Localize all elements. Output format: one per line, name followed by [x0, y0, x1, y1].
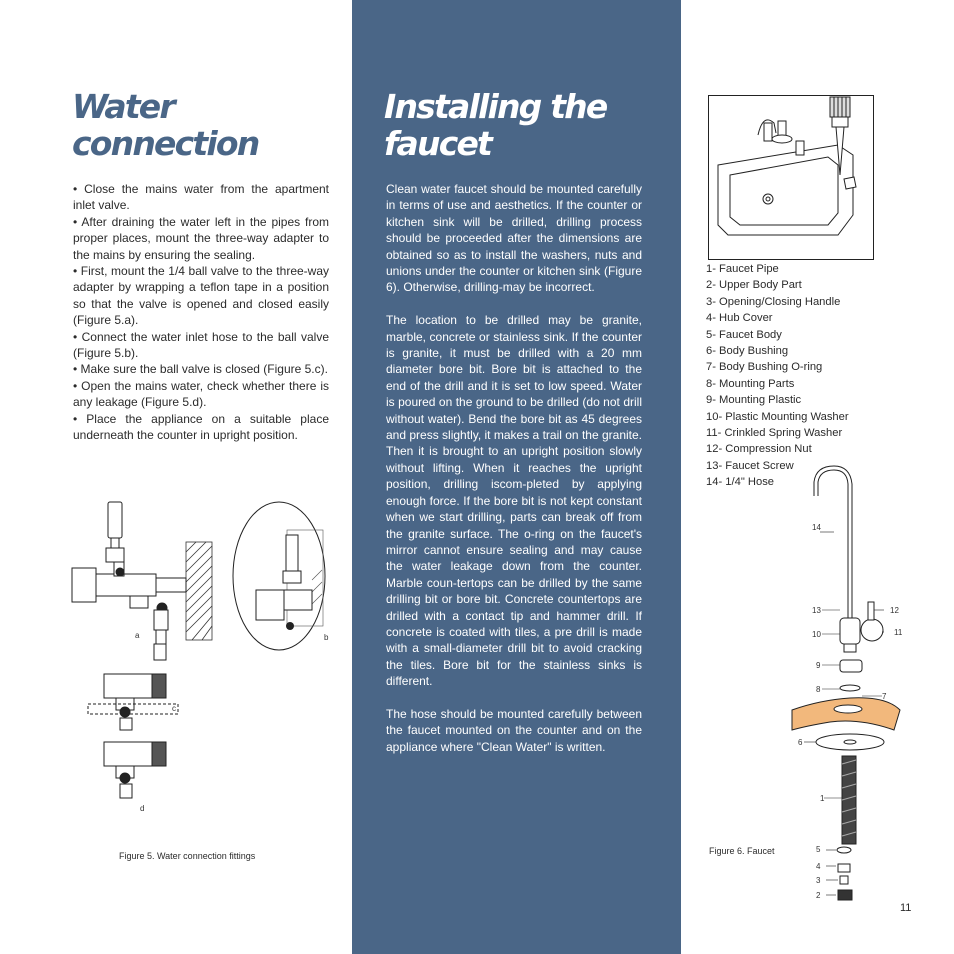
legend-item: 2- Upper Body Part [706, 279, 802, 292]
diagram-number: 14 [812, 523, 821, 532]
figure-6-caption: Figure 6. Faucet [709, 846, 775, 856]
figure-label-b: b [324, 633, 329, 642]
legend-item: 5- Faucet Body [706, 328, 782, 341]
legend-item: 1- Faucet Pipe [706, 263, 779, 275]
diagram-number: 3 [816, 876, 821, 885]
figure-label-c: c [172, 704, 176, 713]
legend-item: 9- Mounting Plastic [706, 394, 802, 407]
ball-valve-adapter-icon [71, 501, 187, 661]
legend-item: 11- Crinkled Spring Washer [706, 427, 843, 440]
sink-drill-illustration [708, 95, 874, 260]
legend-item: 13- Faucet Screw [706, 459, 794, 472]
legend-item: 4- Hub Cover [706, 312, 773, 325]
drill-bit-icon [829, 96, 857, 190]
instruction-bullet: • Make sure the ball valve is closed (Fi… [73, 362, 328, 377]
water-connection-instructions: • Close the mains water from the apartme… [73, 181, 329, 444]
threaded-rod-icon [841, 755, 857, 845]
diagram-number: 1 [820, 794, 825, 803]
legend-item: 7- Body Bushing O-ring [706, 361, 823, 374]
diagram-number: 8 [816, 685, 821, 694]
diagram-number: 13 [812, 606, 821, 615]
hardware-parts-icon [836, 846, 853, 901]
faucet-body-icon [839, 601, 884, 692]
faucet-parts-legend: 1- Faucet Pipe 2- Upper Body Part 3- Ope… [706, 261, 906, 491]
instruction-bullet: • First, mount the 1/4 ball valve to the… [73, 264, 329, 328]
page-number: 11 [900, 902, 912, 914]
instruction-bullet: • Place the appliance on a suitable plac… [73, 411, 329, 443]
diagram-number: 4 [816, 862, 821, 871]
diagram-number: 7 [882, 692, 887, 701]
instruction-bullet: • Close the mains water from the apartme… [73, 182, 329, 213]
legend-item: 8- Mounting Parts [706, 377, 795, 390]
diagram-number: 9 [816, 661, 821, 670]
instruction-bullet: • After draining the water left in the p… [73, 214, 329, 262]
faucet-handle-icon [757, 119, 805, 156]
diagram-number: 12 [890, 606, 899, 615]
inlet-hose-detail-icon [232, 501, 326, 651]
diagram-number: 5 [816, 845, 821, 854]
faucet-exploded-diagram: 14 13 12 10 11 9 8 7 6 1 5 4 3 2 [791, 465, 903, 901]
legend-item: 14- 1/4" Hose [706, 476, 775, 489]
legend-item: 6- Body Bushing [706, 345, 789, 358]
wall-hatch-icon [185, 541, 213, 641]
figure-5-water-fittings: a b c d [71, 501, 329, 813]
faucet-installation-text: Clean water faucet should be mounted car… [386, 181, 642, 772]
figure-label-a: a [135, 631, 140, 640]
diagram-number: 10 [812, 630, 821, 639]
valve-open-icon [103, 741, 167, 799]
instruction-bullet: • Connect the water inlet hose to the ba… [73, 329, 329, 361]
blue-column-panel [352, 0, 681, 954]
diagram-number: 6 [798, 738, 803, 747]
legend-item: 10- Plastic Mounting Washer [706, 410, 849, 423]
instruction-bullet: • Open the mains water, check whether th… [73, 378, 329, 410]
diagram-number: 2 [816, 891, 821, 900]
paragraph: Clean water faucet should be mounted car… [386, 182, 642, 295]
legend-item: 12- Compression Nut [706, 443, 812, 456]
figure-5-caption: Figure 5. Water connection fittings [119, 851, 256, 861]
paragraph: The location to be drilled may be granit… [386, 313, 642, 689]
section-title-water-connection: Water connection [72, 87, 260, 163]
diagram-number: 11 [894, 628, 903, 637]
section-title-installing-faucet: Installing the faucet [384, 87, 608, 163]
valve-closed-icon [87, 673, 179, 731]
legend-item: 3- Opening/Closing Handle [706, 295, 841, 308]
countertop-icon [791, 697, 901, 751]
faucet-pipe-icon [813, 465, 853, 630]
figure-label-d: d [140, 804, 144, 813]
paragraph: The hose should be mounted carefully bet… [386, 706, 642, 754]
